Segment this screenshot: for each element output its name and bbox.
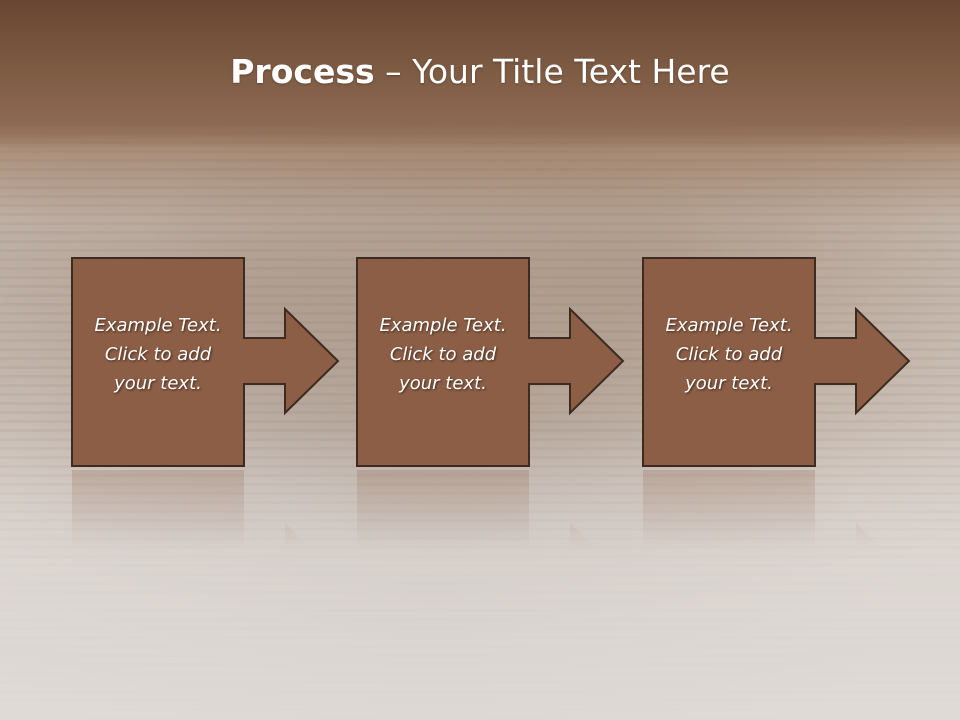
step-1-text[interactable]: Example Text. Click to add your text. [72, 311, 244, 398]
step-3-line-3: your text. [685, 373, 773, 394]
step-2-line-2: Click to add [389, 344, 497, 365]
step-1-line-2: Click to add [104, 344, 212, 365]
step-1-line-3: your text. [114, 373, 202, 394]
step-3-text[interactable]: Example Text. Click to add your text. [643, 311, 815, 398]
step-2-callout-box[interactable] [356, 257, 625, 467]
title-rest: – Your Title Text Here [374, 52, 730, 91]
step-1-callout-box[interactable] [71, 257, 340, 467]
step-2-text[interactable]: Example Text. Click to add your text. [357, 311, 529, 398]
slide-title[interactable]: Process – Your Title Text Here [0, 52, 960, 91]
title-bold: Process [230, 52, 375, 91]
step-2-line-3: your text. [399, 373, 487, 394]
step-2-line-1: Example Text. [379, 315, 507, 336]
step-3-callout-box[interactable] [642, 257, 911, 467]
step-1-line-1: Example Text. [94, 315, 222, 336]
background-fade [0, 430, 960, 720]
step-3-line-1: Example Text. [665, 315, 793, 336]
title-bar [0, 0, 960, 150]
step-3-line-2: Click to add [675, 344, 783, 365]
step-reflections [72, 470, 909, 678]
